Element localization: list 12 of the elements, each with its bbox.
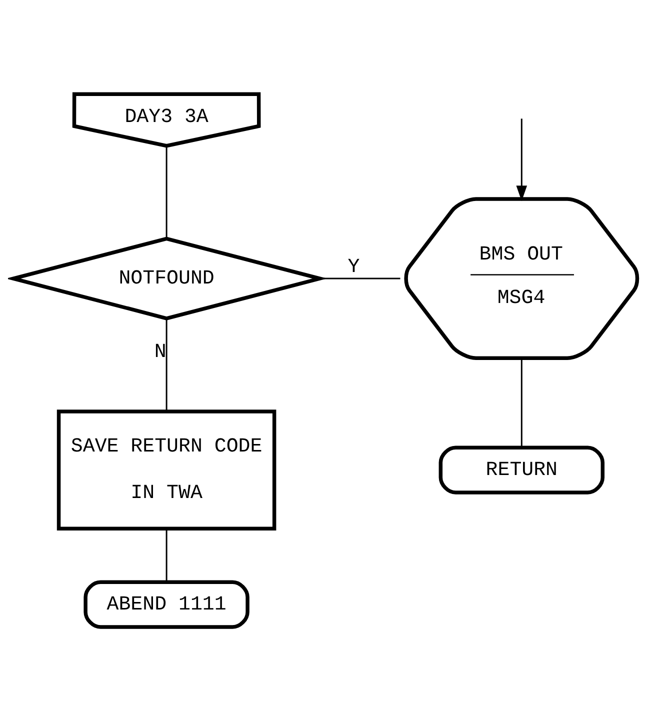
arrow: [516, 118, 528, 201]
connector: [320, 277, 400, 279]
node-ellipse: BMS OUT MSG4: [404, 196, 640, 360]
edge-label: N: [154, 340, 166, 363]
connector: [166, 528, 168, 582]
connector: [166, 145, 168, 238]
node-box: RETURN: [438, 445, 604, 494]
node-box: SAVE RETURN CODE IN TWA: [56, 409, 276, 530]
connector: [520, 358, 522, 447]
connector: [166, 318, 168, 411]
node-box: ABEND 1111: [84, 580, 250, 628]
edge-label: Y: [348, 254, 360, 278]
